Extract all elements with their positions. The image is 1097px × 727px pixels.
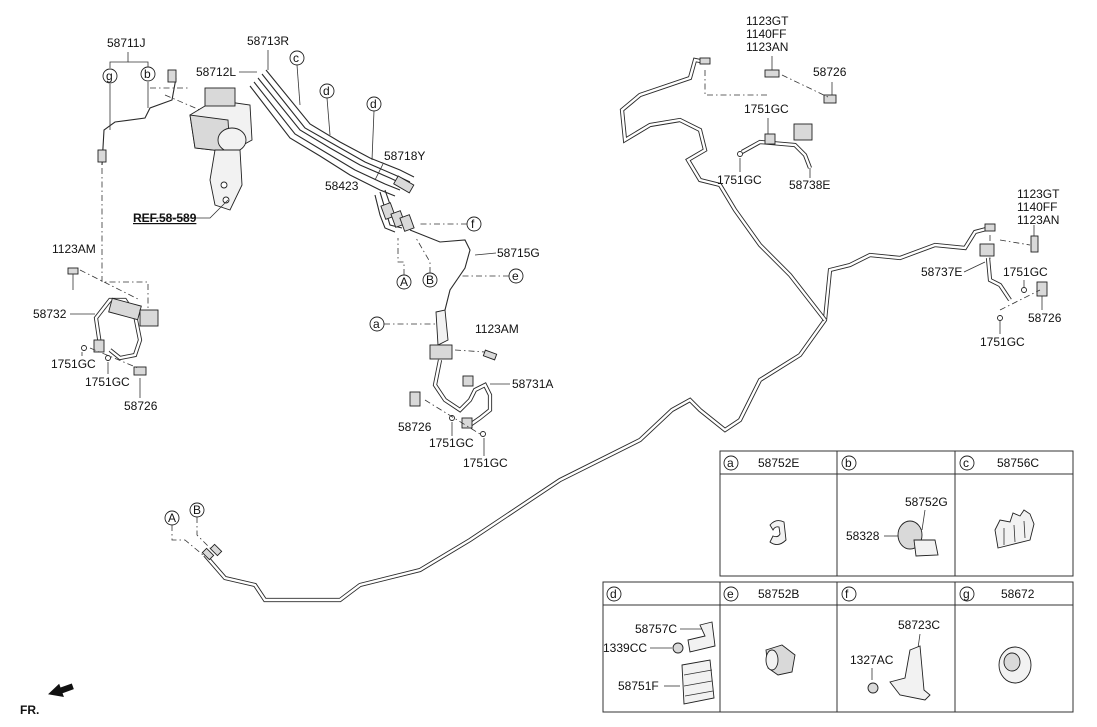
front-pipe-bundle (249, 69, 471, 311)
center-hose (409, 309, 498, 437)
label-1123GT-top[interactable]: 1123GT (746, 14, 789, 28)
ref-label[interactable]: REF.58-589 (133, 211, 197, 225)
callout-d-2[interactable]: d (366, 96, 382, 161)
callout-g[interactable]: g (102, 68, 118, 84)
svg-text:f: f (845, 587, 849, 601)
label-1123AN-right[interactable]: 1123AN (1017, 213, 1059, 227)
label-58713R[interactable]: 58713R (247, 34, 289, 48)
label-1751GC-center-2[interactable]: 1751GC (463, 456, 508, 470)
callout-e[interactable]: e (462, 268, 524, 284)
part-labels: 58711J 58713R 58712L 58718Y 58423 1123AM… (33, 14, 1062, 470)
parts-table: a 58752E b 58752G 58328 c 58756C d 58 (602, 450, 1074, 713)
label-1751GC-left-2[interactable]: 1751GC (85, 375, 130, 389)
table-cell-d[interactable]: d 58757C 1339CC 58751F (603, 586, 716, 705)
label-58718Y[interactable]: 58718Y (384, 149, 425, 163)
abs-modulator (189, 87, 253, 211)
callout-c[interactable]: c (289, 50, 305, 106)
label-58732[interactable]: 58732 (33, 307, 67, 321)
callout-A-top[interactable]: A (396, 238, 412, 290)
svg-text:B: B (193, 503, 201, 517)
callout-b[interactable]: b (140, 66, 156, 82)
svg-text:58757C: 58757C (635, 622, 677, 636)
main-brake-pipe (201, 57, 996, 603)
callout-A-bottom[interactable]: A (164, 510, 204, 556)
svg-text:58751F: 58751F (618, 679, 659, 693)
table-cell-a[interactable]: a 58752E (723, 455, 799, 545)
svg-text:g: g (963, 587, 970, 601)
rear-right-hose-upper (704, 56, 837, 169)
label-58737E[interactable]: 58737E (921, 265, 962, 279)
callout-B-bottom[interactable]: B (189, 502, 212, 550)
svg-text:a: a (373, 317, 380, 331)
label-1140FF-right[interactable]: 1140FF (1017, 200, 1057, 214)
label-1751GC-left-1[interactable]: 1751GC (51, 357, 96, 371)
label-58731A[interactable]: 58731A (512, 377, 553, 391)
label-58726-right[interactable]: 58726 (1028, 311, 1062, 325)
label-58715G[interactable]: 58715G (497, 246, 540, 260)
front-arrow-icon (48, 683, 74, 697)
left-front-hose (67, 267, 159, 376)
callout-B-top[interactable]: B (415, 237, 438, 288)
svg-text:c: c (963, 456, 969, 470)
label-58423[interactable]: 58423 (325, 179, 359, 193)
label-58726-left[interactable]: 58726 (124, 399, 158, 413)
svg-text:58756C: 58756C (997, 456, 1039, 470)
label-1751GC-right-2[interactable]: 1751GC (980, 335, 1025, 349)
label-1123AM-left[interactable]: 1123AM (52, 242, 96, 256)
svg-text:58723C: 58723C (898, 618, 940, 632)
svg-text:b: b (144, 67, 151, 81)
svg-text:58328: 58328 (846, 529, 880, 543)
svg-text:B: B (426, 273, 434, 287)
label-1123GT-right[interactable]: 1123GT (1017, 187, 1060, 201)
svg-text:d: d (610, 587, 617, 601)
callout-d-1[interactable]: d (319, 83, 335, 136)
front-direction-indicator: FR. (20, 683, 74, 717)
svg-text:1339CC: 1339CC (603, 641, 647, 655)
callouts: g b c d d f e (102, 50, 524, 556)
table-cell-b[interactable]: b 58752G 58328 (841, 455, 948, 557)
label-58738E[interactable]: 58738E (789, 178, 830, 192)
label-1751GC-top-2[interactable]: 1751GC (717, 173, 762, 187)
callout-a[interactable]: a (369, 316, 435, 332)
label-1751GC-right-1[interactable]: 1751GC (1003, 265, 1048, 279)
label-1123AM-center[interactable]: 1123AM (475, 322, 519, 336)
label-58712L[interactable]: 58712L (196, 65, 236, 79)
svg-text:A: A (400, 275, 408, 289)
svg-text:58752G: 58752G (905, 495, 948, 509)
svg-text:f: f (471, 217, 475, 231)
svg-text:d: d (370, 97, 377, 111)
svg-text:58752E: 58752E (758, 456, 799, 470)
svg-text:58752B: 58752B (758, 587, 799, 601)
svg-text:e: e (512, 269, 519, 283)
table-cell-f[interactable]: f 58723C 1327AC (841, 586, 940, 701)
svg-text:A: A (168, 511, 176, 525)
rear-right-hose-lower (979, 225, 1048, 321)
label-58726-top[interactable]: 58726 (813, 65, 847, 79)
svg-text:1327AC: 1327AC (850, 653, 894, 667)
label-1123AN-top[interactable]: 1123AN (746, 40, 788, 54)
left-front-pipe (97, 69, 201, 310)
label-58726-center[interactable]: 58726 (398, 420, 432, 434)
svg-text:c: c (293, 51, 299, 65)
label-1751GC-top-1[interactable]: 1751GC (744, 102, 789, 116)
svg-text:d: d (323, 84, 330, 98)
table-cell-c[interactable]: c 58756C (959, 455, 1039, 549)
svg-text:g: g (106, 69, 113, 83)
label-1751GC-center-1[interactable]: 1751GC (429, 436, 474, 450)
svg-text:b: b (845, 456, 852, 470)
svg-text:e: e (727, 587, 734, 601)
label-1140FF-top[interactable]: 1140FF (746, 27, 786, 41)
label-58711J[interactable]: 58711J (107, 36, 145, 50)
svg-text:a: a (727, 456, 734, 470)
table-cell-e[interactable]: e 58752B (723, 586, 799, 676)
svg-text:58672: 58672 (1001, 587, 1035, 601)
callout-f[interactable]: f (420, 216, 482, 232)
table-cell-g[interactable]: g 58672 (959, 586, 1035, 684)
front-label: FR. (20, 703, 39, 717)
